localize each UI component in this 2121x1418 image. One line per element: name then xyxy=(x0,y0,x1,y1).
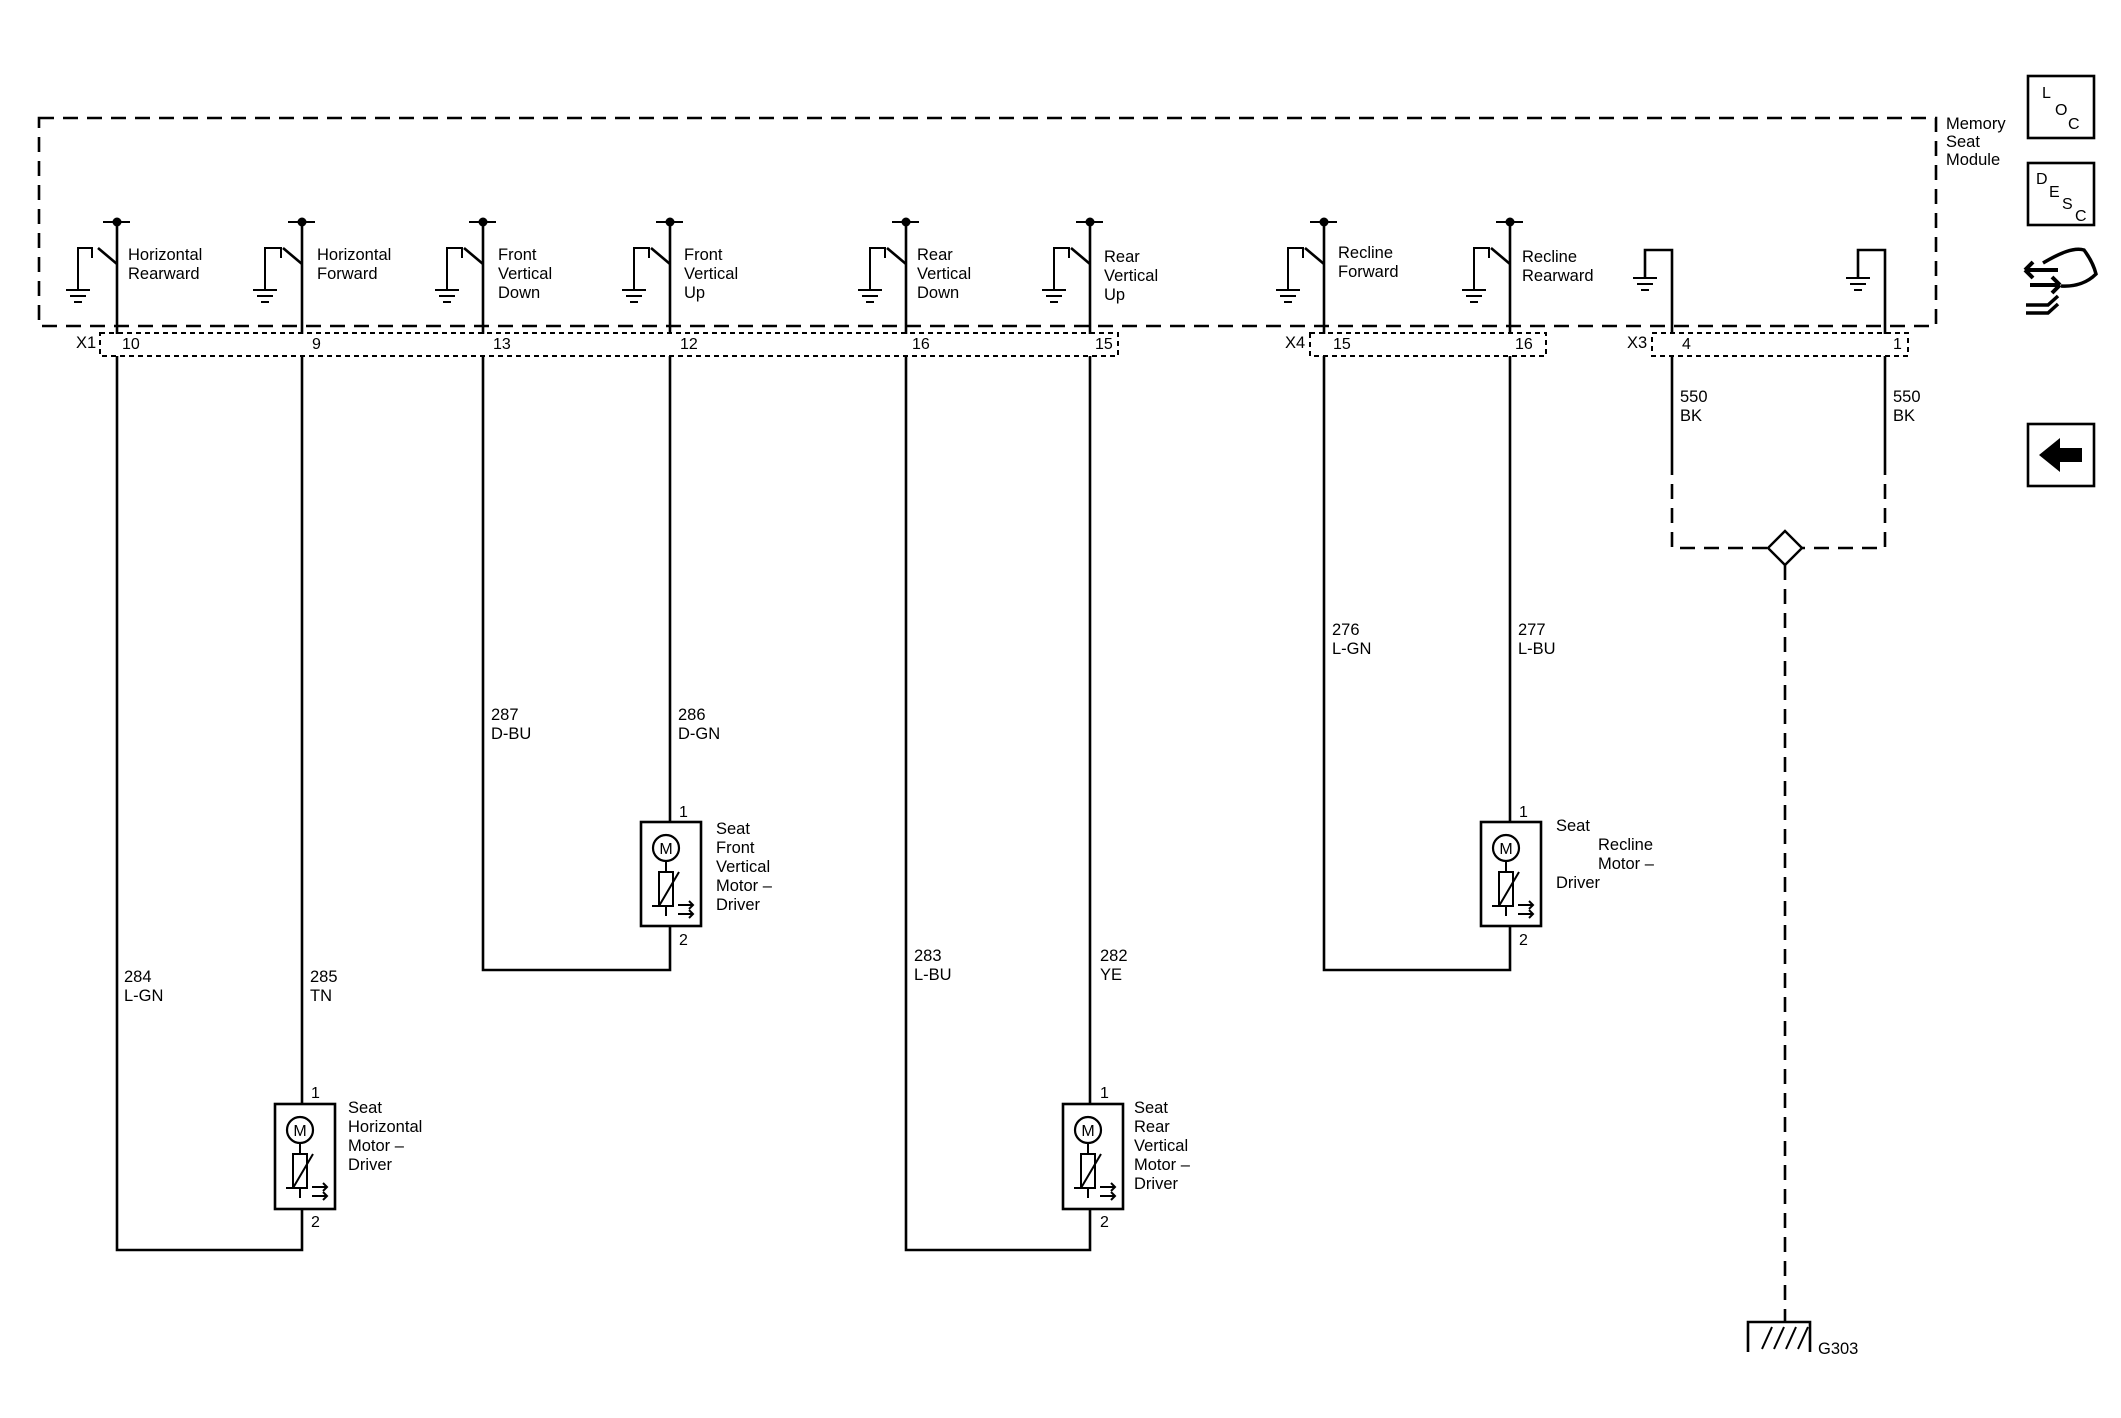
loc-button[interactable]: L O C xyxy=(2026,74,2096,140)
pin-label: 2 xyxy=(1100,1214,1109,1231)
motor-seat-recline: M 1 2 Seat Recline Motor – Driver xyxy=(1479,804,1659,949)
desc-button[interactable]: D E S C xyxy=(2026,161,2096,227)
pin-label: 16 xyxy=(912,336,930,353)
pin-label: 2 xyxy=(311,1214,320,1231)
wire-550-right-label: 550 BK xyxy=(1893,388,1925,425)
pin-label: 4 xyxy=(1682,336,1691,353)
motor-label: Seat Rear Vertical Motor – Driver xyxy=(1134,1099,1195,1193)
wire-283-label: 283 L-BU xyxy=(914,947,952,984)
switch-horizontal-rearward: Horizontal Rearward 10 xyxy=(66,217,207,353)
switch-label: Rear Vertical Down xyxy=(917,246,976,302)
motor-seat-horizontal: M 1 2 Seat Horizontal Motor – Driver xyxy=(273,1085,427,1231)
wire-284-label: 284 L-GN xyxy=(124,968,163,1005)
switch-horizontal-forward: Horizontal Forward 9 xyxy=(253,217,396,353)
switch-recline-forward: Recline Forward 15 xyxy=(1276,217,1399,353)
switch-label: Horizontal Forward xyxy=(317,246,396,283)
motor-symbol: M xyxy=(1499,841,1512,858)
pin-label: 1 xyxy=(679,804,688,821)
desc-letter: D xyxy=(2036,171,2048,188)
motor-seat-rear-vertical: M 1 2 Seat Rear Vertical Motor – Driver xyxy=(1061,1085,1195,1231)
pin-label: 1 xyxy=(1519,804,1528,821)
pin-label: 9 xyxy=(312,336,321,353)
desc-letter: C xyxy=(2075,208,2087,225)
harness-connector-icon[interactable] xyxy=(2023,247,2098,315)
motor-label: Seat Recline Motor – Driver xyxy=(1556,817,1659,892)
pin-label: 10 xyxy=(122,336,140,353)
pin-label: 16 xyxy=(1515,336,1533,353)
switch-rear-vertical-down: Rear Vertical Down 16 xyxy=(858,217,976,353)
module-label: Memory Seat Module xyxy=(1946,115,2010,169)
switch-front-vertical-up: Front Vertical Up 12 xyxy=(622,217,743,353)
wire-287-label: 287 D-BU xyxy=(491,706,531,743)
pin-label: 2 xyxy=(1519,932,1528,949)
switch-label: Front Vertical Up xyxy=(684,246,743,302)
wire-550-left-label: 550 BK xyxy=(1680,388,1712,425)
switch-label: Rear Vertical Up xyxy=(1104,248,1163,304)
pin-label: 1 xyxy=(1893,336,1902,353)
ground-g303: G303 xyxy=(1746,1320,1858,1358)
switch-label: Recline Forward xyxy=(1338,244,1399,281)
memory-seat-module: Memory Seat Module xyxy=(37,115,2010,328)
harness-wires xyxy=(115,356,1887,1322)
back-arrow-icon[interactable] xyxy=(2026,422,2096,488)
connector-outlines: X1 X4 X3 xyxy=(76,332,1909,357)
pin-label: 1 xyxy=(311,1085,320,1102)
motor-symbol: M xyxy=(293,1123,306,1140)
pin-label: 15 xyxy=(1333,336,1351,353)
internal-ground-x3-4: 4 xyxy=(1633,248,1691,353)
motor-label: Seat Front Vertical Motor – Driver xyxy=(716,820,777,914)
switch-label: Recline Rearward xyxy=(1522,248,1594,285)
motor-symbol: M xyxy=(1081,1123,1094,1140)
wire-285-label: 285 TN xyxy=(310,968,342,1005)
loc-letter: C xyxy=(2068,116,2080,133)
pin-label: 13 xyxy=(493,336,511,353)
connector-x1-label: X1 xyxy=(76,334,96,352)
loc-letter: L xyxy=(2042,85,2051,102)
pin-label: 15 xyxy=(1095,336,1113,353)
wire-286-label: 286 D-GN xyxy=(678,706,720,743)
pin-label: 12 xyxy=(680,336,698,353)
switch-rear-vertical-up: Rear Vertical Up 15 xyxy=(1042,217,1163,353)
pin-label: 2 xyxy=(679,932,688,949)
loc-letter: O xyxy=(2055,102,2067,119)
motor-label: Seat Horizontal Motor – Driver xyxy=(348,1099,427,1174)
connector-x3-label: X3 xyxy=(1627,334,1647,352)
switch-label: Horizontal Rearward xyxy=(128,246,207,283)
wire-276-label: 276 L-GN xyxy=(1332,621,1371,658)
wire-labels: 284 L-GN 285 TN 287 D-BU 286 D-GN 283 L-… xyxy=(124,388,1925,1005)
desc-letter: S xyxy=(2062,196,2073,213)
motor-symbol: M xyxy=(659,841,672,858)
ground-label: G303 xyxy=(1818,1340,1858,1358)
switch-label: Front Vertical Down xyxy=(498,246,557,302)
internal-ground-x3-1: 1 xyxy=(1846,248,1902,353)
pin-label: 1 xyxy=(1100,1085,1109,1102)
switch-front-vertical-down: Front Vertical Down 13 xyxy=(435,217,557,353)
connector-x4-label: X4 xyxy=(1285,334,1305,352)
wire-277-label: 277 L-BU xyxy=(1518,621,1556,658)
motor-seat-front-vertical: M 1 2 Seat Front Vertical Motor – Driver xyxy=(639,804,777,949)
wire-282-label: 282 YE xyxy=(1100,947,1132,984)
desc-letter: E xyxy=(2049,184,2060,201)
switch-recline-rearward: Recline Rearward 16 xyxy=(1462,217,1594,353)
